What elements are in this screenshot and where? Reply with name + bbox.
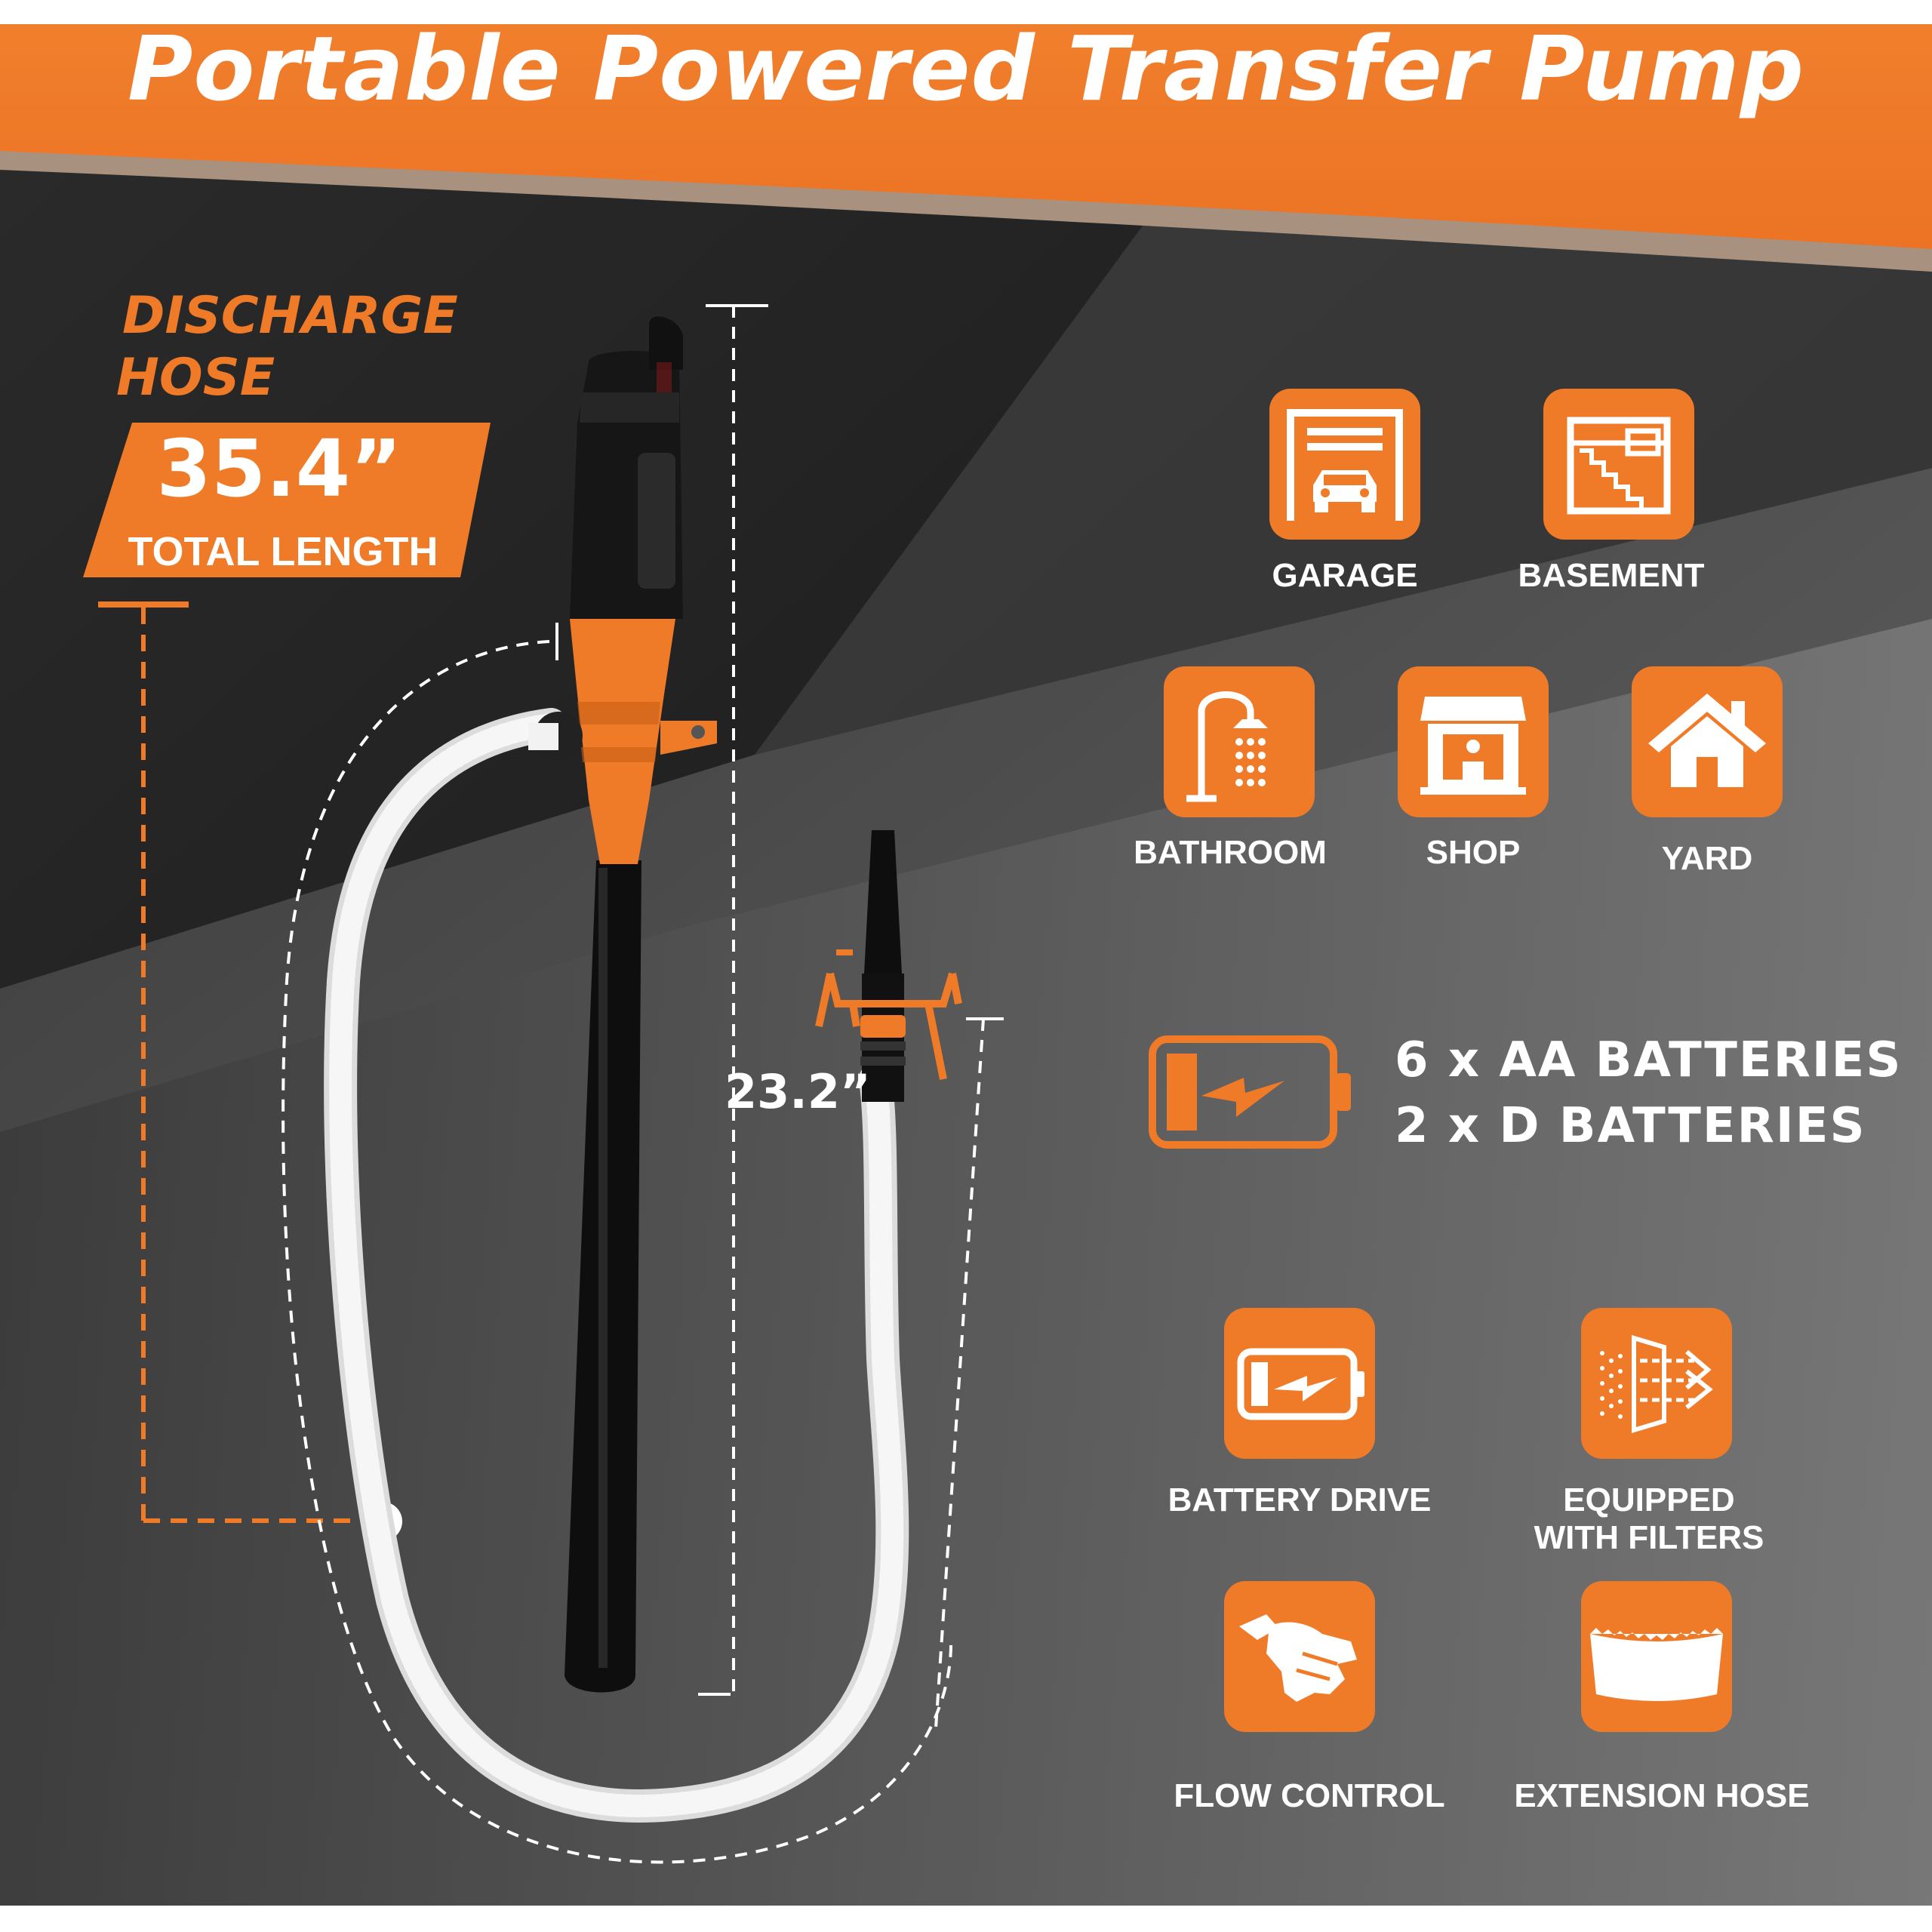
discharge-hose-heading: DISCHARGE HOSE — [116, 285, 515, 409]
hand-icon — [1224, 1581, 1375, 1732]
feature-label-equipped: EQUIPPED — [1563, 1481, 1735, 1518]
battery-aa-text: 6 x AA BATTERIES — [1395, 1032, 1903, 1088]
discharge-line-2: HOSE — [116, 348, 275, 408]
length-badge — [83, 423, 491, 577]
feature-label-with-filters: WITH FILTERS — [1534, 1519, 1764, 1556]
battery-icon — [1149, 1035, 1351, 1149]
basement-icon — [1543, 389, 1694, 540]
location-label-basement: BASEMENT — [1518, 557, 1705, 594]
battery-d-text: 2 x D BATTERIES — [1395, 1098, 1866, 1154]
filter-icon — [1581, 1308, 1732, 1459]
feature-label-battery-drive: BATTERY DRIVE — [1168, 1481, 1432, 1518]
discharge-line-1: DISCHARGE — [122, 286, 458, 346]
shower-icon — [1164, 666, 1315, 817]
battery-drive-icon — [1224, 1308, 1375, 1459]
hose-icon — [1581, 1581, 1732, 1732]
pump-product — [324, 316, 962, 1823]
feature-label-extension-hose: EXTENSION HOSE — [1514, 1777, 1810, 1814]
house-icon — [1632, 666, 1783, 817]
page-title: Portable Powered Transfer Pump — [127, 17, 1805, 121]
feature-label-flow-control: FLOW CONTROL — [1174, 1777, 1445, 1814]
location-label-shop: SHOP — [1426, 834, 1521, 871]
hose-length-value: 23.2” — [724, 1064, 871, 1119]
garage-icon — [1269, 389, 1420, 540]
hose-length-line — [934, 1018, 985, 1729]
shop-icon — [1398, 666, 1549, 817]
total-length-label: TOTAL LENGTH — [128, 529, 438, 574]
location-label-garage: GARAGE — [1272, 557, 1418, 594]
location-label-bathroom: BATHROOM — [1134, 834, 1327, 871]
total-length-value: 35.4” — [156, 423, 402, 515]
location-label-yard: YARD — [1661, 840, 1753, 877]
